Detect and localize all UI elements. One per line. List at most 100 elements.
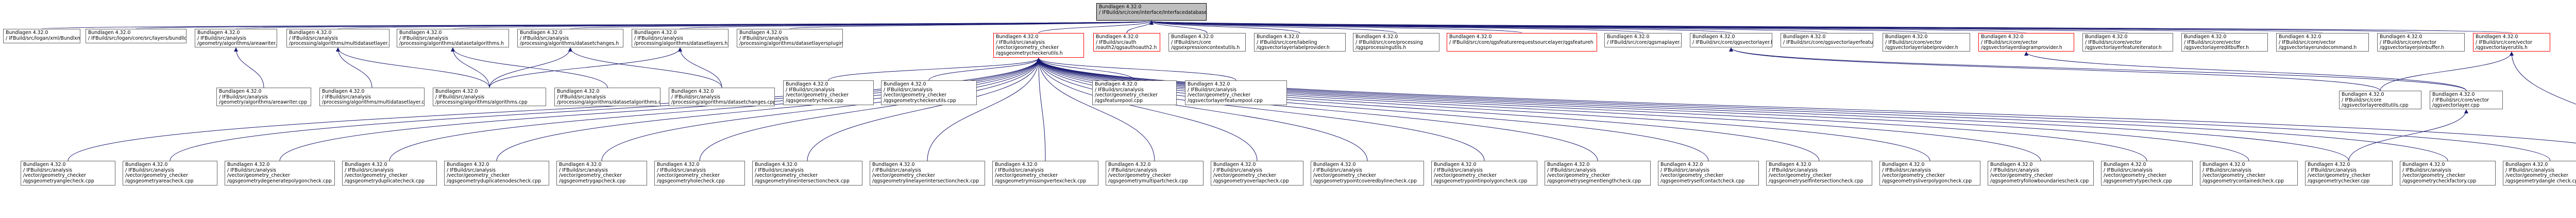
edge-arrow xyxy=(1037,58,2147,161)
graph-node[interactable]: Bundlagen 4.32.0 / IFBuild/src/core /qgs… xyxy=(1168,33,1246,52)
graph-node[interactable]: Bundlagen 4.32.0 / IFBuild/src/analysis … xyxy=(123,161,217,186)
edge-arrow xyxy=(789,21,1154,29)
graph-node[interactable]: Bundlagen 4.32.0 / IFBuild/src/analysis … xyxy=(195,29,277,47)
graph-node[interactable]: Bundlagen 4.32.0 / IFBuild/src/analysis … xyxy=(654,161,745,186)
graph-node[interactable]: Bundlagen 4.32.0 / IFBuild/src/logan/xml… xyxy=(3,29,80,43)
graph-node[interactable]: Bundlagen 4.32.0 / IFBuild/src/analysis … xyxy=(342,161,437,186)
edge-arrow xyxy=(927,58,1041,161)
graph-node[interactable]: Bundlagen 4.32.0 / IFBuild/src/analysis … xyxy=(2305,161,2393,186)
graph-node[interactable]: Bundlagen 4.32.0 / IFBuild/src/analysis … xyxy=(1658,161,1759,186)
graph-node[interactable]: Bundlagen 4.32.0 / IFBuild/src/analysis … xyxy=(21,161,115,186)
edge-arrow xyxy=(1149,21,1300,33)
graph-node[interactable]: Bundlagen 4.32.0 / IFBuild/src/core/vect… xyxy=(2276,33,2369,52)
graph-node[interactable]: Bundlagen 4.32.0 / IFBuild/src/analysis … xyxy=(752,161,862,186)
edge-arrow xyxy=(1037,58,1368,161)
edge-arrow xyxy=(1037,58,2576,144)
graph-node[interactable]: Bundlagen 4.32.0 / IFBuild/src/analysis … xyxy=(783,80,874,105)
edge-arrow xyxy=(1037,58,1258,161)
edge-arrow xyxy=(568,47,722,88)
graph-node[interactable]: Bundlagen 4.32.0 / IFBuild/src/core/qgsf… xyxy=(1447,33,1597,52)
edge-arrow xyxy=(1037,58,1135,81)
graph-node[interactable]: Bundlagen 4.32.0 / IFBuild/src/core/qgsm… xyxy=(1604,33,1682,47)
edge-arrow xyxy=(451,47,490,88)
edge-arrow xyxy=(1150,21,2512,33)
graph-node[interactable]: Bundlagen 4.32.0 / IFBuild/src/analysis … xyxy=(2503,161,2576,186)
graph-node[interactable]: Bundlagen 4.32.0 / IFBuild/src/core/qgsv… xyxy=(1690,33,1772,47)
graph-node[interactable]: Bundlagen 4.32.0 / IFBuild/src/logan/cor… xyxy=(86,29,187,43)
graph-node[interactable]: Bundlagen 4.32.0 / IFBuild/src/analysis … xyxy=(517,29,623,47)
graph-node[interactable]: Bundlagen 4.32.0 / IFBuild/src/core/qgsv… xyxy=(1781,33,1873,47)
graph-node[interactable]: Bundlagen 4.32.0 / IFBuild/src/analysis … xyxy=(1988,161,2094,186)
graph-node[interactable]: Bundlagen 4.32.0 / IFBuild/src/analysis … xyxy=(1311,161,1424,186)
graph-node[interactable]: Bundlagen 4.32.0 / IFBuild/src/analysis … xyxy=(286,29,389,47)
edge-arrow xyxy=(1149,21,1522,33)
graph-node[interactable]: Bundlagen 4.32.0 / IFBuild/src/analysis … xyxy=(397,29,509,47)
graph-node[interactable]: Bundlagen 4.32.0 / IFBuild/src/analysis … xyxy=(444,161,549,186)
graph-node[interactable]: Bundlagen 4.32.0 / IFBuild/src/auth /oau… xyxy=(1093,33,1160,52)
edge-arrow xyxy=(67,58,1041,161)
graph-node[interactable]: Bundlagen 4.32.0 / IFBuild/src/analysis … xyxy=(1766,161,1872,186)
graph-node[interactable]: Bundlagen 4.32.0 / IFBuild/src/analysis … xyxy=(554,88,660,106)
graph-node[interactable]: Bundlagen 4.32.0 / IFBuild/src/core/vect… xyxy=(1883,33,1970,52)
graph-node[interactable]: Bundlagen 4.32.0 / IFBuild/src/analysis … xyxy=(1879,161,1980,186)
edge-arrow xyxy=(336,47,490,88)
edge-arrow xyxy=(1037,58,2349,161)
graph-node[interactable]: Bundlagen 4.32.0 / IFBuild/src/analysis … xyxy=(216,88,311,106)
edge-arrow xyxy=(1037,58,1155,161)
edge-arrow xyxy=(2510,52,2576,105)
edge-arrow xyxy=(451,47,608,88)
graph-node[interactable]: Bundlagen 4.32.0 / IFBuild/src/analysis … xyxy=(993,33,1084,58)
graph-node[interactable]: Bundlagen 4.32.0 / IFBuild/src/analysis … xyxy=(992,161,1098,186)
graph-node[interactable]: Bundlagen 4.32.0 / IFBuild/src/analysis … xyxy=(2200,161,2298,186)
graph-node[interactable]: Bundlagen 4.32.0 / IFBuild/src/core/vect… xyxy=(2181,33,2268,52)
edge-arrow xyxy=(2380,52,2514,91)
edge-arrow xyxy=(1037,58,2041,161)
edge-arrow xyxy=(678,47,722,88)
graph-node[interactable]: Bundlagen 4.32.0 / IFBuild/src/core/vect… xyxy=(2377,33,2465,52)
edge-arrow xyxy=(1037,58,1598,161)
graph-node[interactable]: Bundlagen 4.32.0 / IFBuild/src/analysis … xyxy=(1185,80,1287,105)
graph-node[interactable]: Bundlagen 4.32.0 / IFBuild/src/core/proc… xyxy=(1353,33,1439,52)
edge-arrow xyxy=(1037,58,1709,161)
graph-node[interactable]: Bundlagen 4.32.0 / IFBuild/src/core /qgs… xyxy=(2339,91,2421,109)
graph-node[interactable]: Bundlagen 4.32.0 / IFBuild/src/core/vect… xyxy=(1978,33,2074,52)
graph-node[interactable]: Bundlagen 4.32.0 / IFBuild/src/analysis … xyxy=(1106,161,1204,186)
graph-node[interactable]: Bundlagen 4.32.0 / IFBuild/src/core/vect… xyxy=(2082,33,2173,52)
edge-arrow xyxy=(928,58,1041,81)
graph-node[interactable]: Bundlagen 4.32.0 / IFBuild/src/analysis … xyxy=(737,29,843,47)
edge-arrow xyxy=(1037,58,2551,161)
edge-arrow xyxy=(336,47,372,88)
edge-arrow xyxy=(234,47,264,88)
graph-node[interactable]: Bundlagen 4.32.0 / IFBuild/src/analysis … xyxy=(556,161,647,186)
graph-node[interactable]: Bundlagen 4.32.0 / IFBuild/src/analysis … xyxy=(870,161,985,186)
graph-node[interactable]: Bundlagen 4.32.0 / IFBuild/src/analysis … xyxy=(1545,161,1651,186)
edge-arrow xyxy=(828,58,1041,81)
graph-node[interactable]: Bundlagen 4.32.0 / IFBuild/src/analysis … xyxy=(1092,80,1177,105)
graph-node[interactable]: Bundlagen 4.32.0 / IFBuild/src/core/vect… xyxy=(2430,91,2503,109)
edge-arrow xyxy=(1149,21,1397,33)
graph-node[interactable]: Bundlagen 4.32.0 / IFBuild/src/analysis … xyxy=(2400,161,2496,186)
graph-node[interactable]: Bundlagen 4.32.0 / IFBuild/src/analysis … xyxy=(1211,161,1303,186)
graph-node[interactable]: Bundlagen 4.32.0 / IFBuild/src/analysis … xyxy=(433,88,546,106)
edge-arrow xyxy=(1037,58,2249,161)
graph-node[interactable]: Bundlagen 4.32.0 / IFBuild/src/analysis … xyxy=(319,88,425,106)
edge-arrow xyxy=(170,58,1041,161)
graph-node[interactable]: Bundlagen 4.32.0 / IFBuild/src/analysis … xyxy=(881,80,977,105)
graph-node[interactable]: Bundlagen 4.32.0 / IFBuild/src/core/labe… xyxy=(1254,33,1346,52)
graph-node[interactable]: Bundlagen 4.32.0 / IFBuild/src/analysis … xyxy=(632,29,728,47)
edge-arrow xyxy=(699,58,1041,161)
edge-arrow xyxy=(1037,58,1485,161)
edge-arrow xyxy=(496,58,1041,161)
edge-arrow xyxy=(807,58,1041,161)
edge-arrow xyxy=(1729,47,2381,91)
edge-arrow xyxy=(279,58,1041,161)
graph-node[interactable]: Bundlagen 4.32.0 / IFBuild/src/analysis … xyxy=(2101,161,2193,186)
graph-node[interactable]: Bundlagen 4.32.0 / IFBuild/src/analysis … xyxy=(669,88,775,106)
graph-node[interactable]: Bundlagen 4.32.0 / IFBuild/src/analysis … xyxy=(225,161,335,186)
graph-node[interactable]: Bundlagen 4.32.0 / IFBuild/src/analysis … xyxy=(1431,161,1537,186)
edge-layer xyxy=(41,21,2576,161)
edge-arrow xyxy=(2024,52,2467,91)
graph-node[interactable]: Bundlagen 4.32.0 / IFBuild/src/core/vect… xyxy=(2473,33,2550,52)
